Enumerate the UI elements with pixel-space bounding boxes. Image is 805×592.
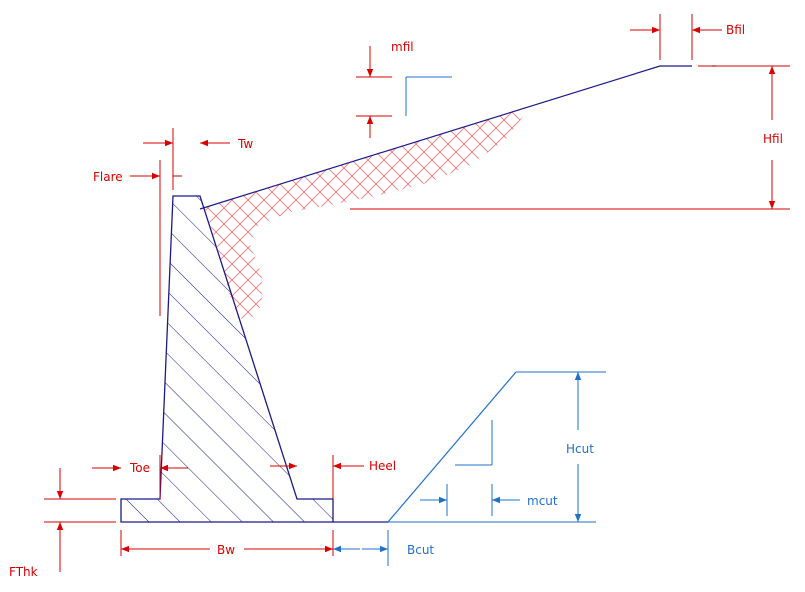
bfil-label: Bfil xyxy=(726,23,745,37)
bfil-dimension xyxy=(630,14,722,60)
hcut-label: Hcut xyxy=(566,442,594,456)
bcut-dimension xyxy=(333,530,389,566)
bcut-label: Bcut xyxy=(407,543,434,557)
fthk-dimension xyxy=(44,468,116,572)
bw-label: Bw xyxy=(217,543,235,557)
heel-dimension xyxy=(270,455,364,499)
fthk-label: FThk xyxy=(9,565,38,579)
cut-slope xyxy=(333,371,606,523)
cut-slope-indicator xyxy=(455,420,493,466)
toe-label: Toe xyxy=(129,461,150,475)
flare-dimension xyxy=(130,160,182,316)
flare-label: Flare xyxy=(93,170,123,184)
hfil-dimension xyxy=(350,65,790,210)
retaining-wall xyxy=(120,195,334,523)
heel-label: Heel xyxy=(369,459,396,473)
tw-label: Tw xyxy=(237,137,253,151)
backfill-region xyxy=(205,108,525,320)
mcut-label: mcut xyxy=(527,494,558,508)
toe-dimension xyxy=(92,455,188,499)
tw-dimension xyxy=(143,128,230,190)
mfil-dimension xyxy=(356,46,392,138)
mfil-label: mfil xyxy=(391,40,414,54)
hfil-label: Hfil xyxy=(763,132,783,146)
mcut-dimension xyxy=(420,484,520,516)
fill-slope-indicator xyxy=(405,76,452,116)
